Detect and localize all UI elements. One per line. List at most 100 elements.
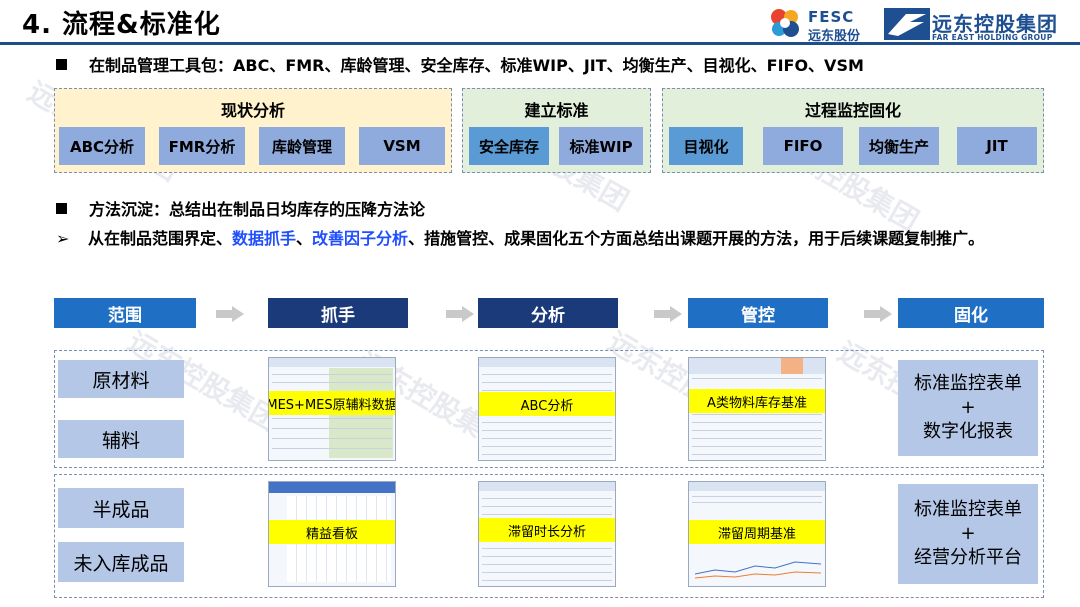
thumb-row-line bbox=[482, 506, 612, 507]
thumb-row-line bbox=[482, 498, 612, 499]
bullet-toolkit: 在制品管理工具包：ABC、FMR、库龄管理、安全库存、标准WIP、JIT、均衡生… bbox=[56, 52, 864, 76]
output-line1: 标准监控表单 bbox=[914, 373, 1022, 394]
desc-part2: 、 bbox=[296, 229, 313, 248]
thumb-row-line bbox=[692, 446, 822, 447]
far-east-logo-subtext: FAR EAST HOLDING GROUP bbox=[932, 33, 1053, 42]
fesc-logo: FESC 远东股份 bbox=[768, 6, 878, 44]
thumb-header bbox=[689, 358, 825, 374]
thumb-label: 精益看板 bbox=[269, 520, 395, 544]
chip-jit: JIT bbox=[957, 127, 1037, 165]
thumb-row-line bbox=[482, 446, 612, 447]
square-bullet-icon bbox=[56, 59, 67, 70]
desc-highlight-data: 数据抓手 bbox=[232, 229, 297, 248]
thumb-dwell-analysis: 滞留时长分析 bbox=[478, 481, 616, 587]
chip-visualization: 目视化 bbox=[669, 127, 743, 165]
thumb-row-line bbox=[692, 502, 822, 503]
group-process-monitoring: 过程监控固化 目视化 FIFO 均衡生产 JIT bbox=[662, 88, 1044, 173]
thumb-row-line bbox=[272, 428, 392, 429]
method-description: ➢从在制品范围界定、数据抓手、改善因子分析、措施管控、成果固化五个方面总结出课题… bbox=[56, 224, 1036, 254]
thumb-row-line bbox=[692, 496, 822, 497]
square-bullet-icon bbox=[56, 203, 67, 214]
thumb-row-line bbox=[692, 454, 822, 455]
desc-part1: 从在制品范围界定、 bbox=[88, 229, 233, 248]
thumb-row-line bbox=[482, 422, 612, 423]
page-title: 4. 流程&标准化 bbox=[22, 10, 221, 40]
thumb-abc-analysis: ABC分析 bbox=[478, 357, 616, 461]
thumb-header bbox=[479, 482, 615, 491]
output-plus: + bbox=[960, 523, 976, 544]
thumb-row-line bbox=[692, 414, 822, 415]
thumb-row-line bbox=[482, 572, 612, 573]
fesc-logo-icon bbox=[771, 9, 799, 37]
thumb-row-line bbox=[692, 438, 822, 439]
arrow-bullet-icon: ➢ bbox=[56, 229, 70, 248]
group-current-analysis: 现状分析 ABC分析 FMR分析 库龄管理 VSM bbox=[54, 88, 452, 173]
step-control: 管控 bbox=[688, 298, 828, 328]
chip-abc: ABC分析 bbox=[59, 127, 145, 165]
thumb-row-line bbox=[482, 454, 612, 455]
thumb-header bbox=[479, 358, 615, 367]
thumb-header bbox=[689, 482, 825, 491]
thumb-row-line bbox=[692, 378, 822, 379]
step-scope: 范围 bbox=[54, 298, 196, 328]
thumb-row-line bbox=[482, 382, 612, 383]
chip-fifo: FIFO bbox=[763, 127, 843, 165]
step-arrow-icon bbox=[446, 306, 474, 322]
bullet-toolkit-text: 在制品管理工具包：ABC、FMR、库龄管理、安全库存、标准WIP、JIT、均衡生… bbox=[89, 56, 864, 75]
chip-fmr: FMR分析 bbox=[159, 127, 245, 165]
fesc-logo-text: FESC bbox=[808, 8, 855, 26]
far-east-logo-icon bbox=[884, 8, 930, 40]
step-data: 抓手 bbox=[268, 298, 408, 328]
thumb-row-line bbox=[272, 448, 392, 449]
title-divider bbox=[0, 42, 1080, 45]
output-plus: + bbox=[960, 397, 976, 418]
thumb-dwell-baseline: 滞留周期基准 bbox=[688, 481, 826, 587]
thumb-mes-data: MES+MES原辅料数据 bbox=[268, 357, 396, 461]
thumb-label: ABC分析 bbox=[479, 392, 615, 416]
thumb-label: 滞留时长分析 bbox=[479, 518, 615, 542]
output-row1: 标准监控表单 + 数字化报表 bbox=[898, 360, 1038, 456]
chip-safety-stock: 安全库存 bbox=[469, 127, 549, 165]
group-title: 建立标准 bbox=[524, 101, 589, 120]
output-row2: 标准监控表单 + 经营分析平台 bbox=[898, 484, 1038, 584]
category-raw-material: 原材料 bbox=[58, 360, 184, 398]
desc-part3: 、措施管控、成果固化五个方面总结出课题开展的方法，用于后续课题复制推广。 bbox=[408, 229, 985, 248]
thumb-line-chart bbox=[695, 561, 821, 579]
category-unwarehoused-finished: 未入库成品 bbox=[58, 542, 184, 582]
thumb-row-line bbox=[482, 580, 612, 581]
thumb-label: A类物料库存基准 bbox=[689, 389, 825, 413]
thumb-row-line bbox=[482, 390, 612, 391]
step-arrow-icon bbox=[864, 306, 892, 322]
thumb-row-line bbox=[692, 430, 822, 431]
thumb-row-line bbox=[482, 564, 612, 565]
thumb-lean-board: 精益看板 bbox=[268, 481, 396, 587]
group-title: 过程监控固化 bbox=[804, 101, 901, 120]
step-solidify: 固化 bbox=[898, 298, 1044, 328]
chip-standard-wip: 标准WIP bbox=[559, 127, 643, 165]
row-raw-materials bbox=[54, 350, 1044, 468]
thumb-row-line bbox=[272, 374, 392, 375]
thumb-header bbox=[269, 482, 395, 493]
output-line2: 经营分析平台 bbox=[914, 547, 1022, 568]
output-line2: 数字化报表 bbox=[923, 421, 1013, 442]
bullet-method-text: 方法沉淀：总结出在制品日均库存的压降方法论 bbox=[89, 200, 426, 219]
thumb-row-line bbox=[692, 422, 822, 423]
thumb-row-line bbox=[482, 374, 612, 375]
thumb-row-line bbox=[482, 548, 612, 549]
category-semi-finished: 半成品 bbox=[58, 488, 184, 528]
thumb-row-line bbox=[482, 438, 612, 439]
chip-vsm: VSM bbox=[359, 127, 445, 165]
thumb-header bbox=[269, 358, 395, 367]
thumb-row-line bbox=[482, 556, 612, 557]
step-arrow-icon bbox=[216, 306, 244, 322]
step-analysis: 分析 bbox=[478, 298, 618, 328]
chip-leveled-production: 均衡生产 bbox=[859, 127, 939, 165]
group-title: 现状分析 bbox=[220, 101, 285, 120]
step-arrow-icon bbox=[654, 306, 682, 322]
output-line1: 标准监控表单 bbox=[914, 499, 1022, 520]
thumb-row-line bbox=[482, 430, 612, 431]
far-east-logo-text: 远东控股集团 bbox=[932, 12, 1058, 36]
thumb-a-class-baseline: A类物料库存基准 bbox=[688, 357, 826, 461]
thumb-label: MES+MES原辅料数据 bbox=[269, 391, 395, 415]
bullet-method: 方法沉淀：总结出在制品日均库存的压降方法论 bbox=[56, 196, 425, 220]
